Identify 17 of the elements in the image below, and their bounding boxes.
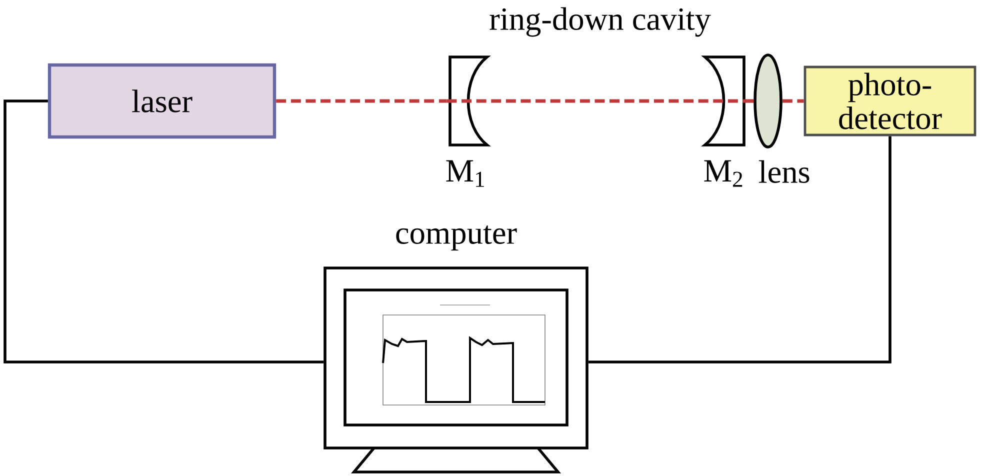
monitor-label: computer bbox=[396, 225, 517, 251]
cable-line bbox=[4, 100, 324, 364]
beam-line bbox=[446, 99, 746, 103]
mirror-drawing bbox=[704, 56, 746, 146]
detector-box: photo-detector bbox=[804, 66, 976, 136]
lens-label: lens bbox=[758, 160, 810, 184]
mirror-label: M$_{1}$ bbox=[446, 160, 484, 187]
mirror-label: M$_{2}$ bbox=[704, 160, 742, 187]
mirror-drawing bbox=[448, 56, 488, 146]
lens-drawing bbox=[754, 54, 782, 148]
cavity-label: ring-down cavity bbox=[490, 7, 711, 37]
laser-box: laser bbox=[48, 63, 276, 139]
beam-line bbox=[745, 99, 754, 103]
beam-line bbox=[782, 99, 804, 103]
cable-line bbox=[588, 136, 892, 364]
beam-line bbox=[276, 99, 447, 103]
monitor-drawing bbox=[324, 266, 588, 474]
